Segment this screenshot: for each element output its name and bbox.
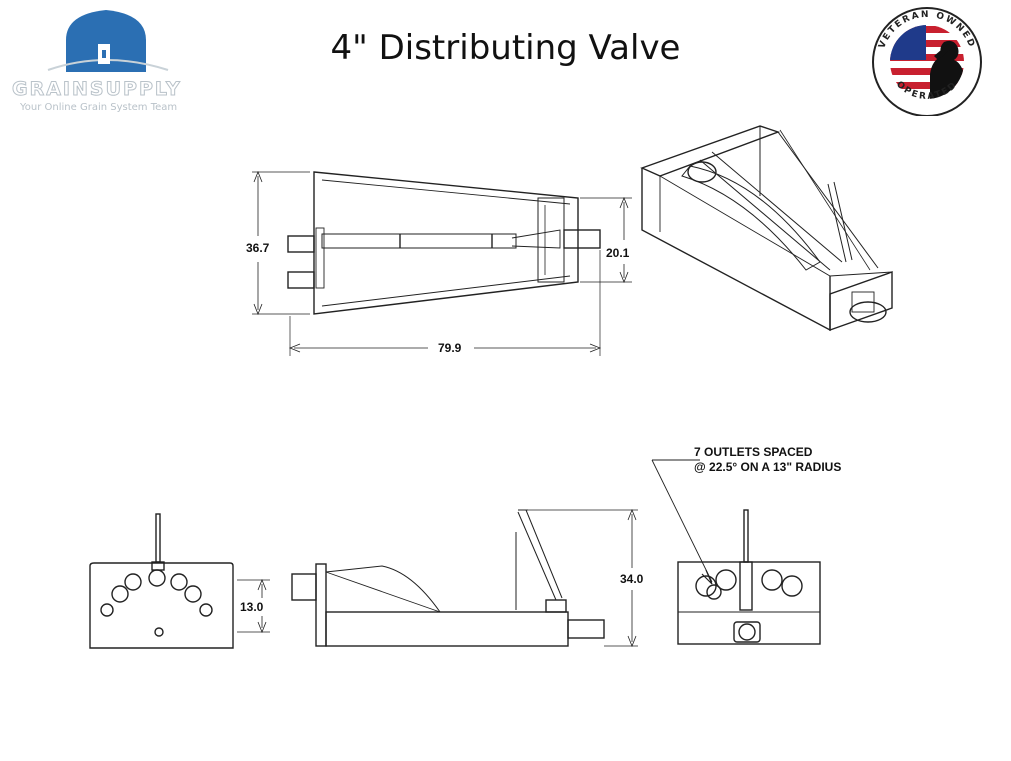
callout-line2: @ 22.5° ON A 13" RADIUS: [694, 460, 841, 474]
dim-height-right: 20.1: [606, 246, 630, 260]
dim-height-left: 36.7: [246, 241, 270, 255]
grainsupply-logo: GRAINSUPPLY Your Online Grain System Tea…: [8, 6, 198, 116]
side-view: [291, 508, 638, 648]
dim-length: 79.9: [438, 341, 462, 355]
page-title: 4" Distributing Valve: [330, 28, 681, 68]
logo-brand: GRAINSUPPLY: [12, 78, 182, 101]
logo-tagline: Your Online Grain System Team: [20, 102, 178, 113]
top-view: [252, 170, 632, 356]
veteran-owned-badge: VETERAN OWNED OPERATED: [868, 4, 986, 117]
isometric-view: [640, 125, 893, 332]
dim-end-height: 13.0: [240, 600, 264, 614]
front-view: [651, 459, 821, 645]
dim-side-height: 34.0: [620, 572, 644, 586]
callout-line1: 7 OUTLETS SPACED: [694, 445, 813, 459]
end-view: [89, 513, 270, 649]
silo-icon: [47, 10, 169, 72]
